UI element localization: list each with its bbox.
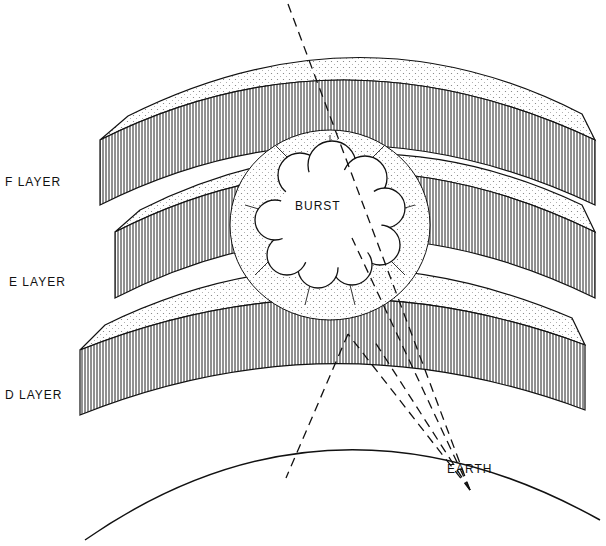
layer-label: E LAYER (8, 276, 67, 289)
ray-path (286, 4, 470, 490)
earth-label: EARTH (444, 462, 495, 477)
node-text: BURST (295, 200, 341, 213)
node-text: EARTH (447, 463, 492, 476)
burst-rays (245, 135, 415, 305)
burst-halo (230, 130, 430, 320)
layer-label: F LAYER (4, 176, 62, 189)
e-layer-band (115, 154, 595, 298)
layer-label: D LAYER (4, 389, 63, 402)
earth-surface (85, 450, 600, 540)
burst-label: BURST (292, 199, 344, 214)
burst-cloud (255, 141, 405, 288)
